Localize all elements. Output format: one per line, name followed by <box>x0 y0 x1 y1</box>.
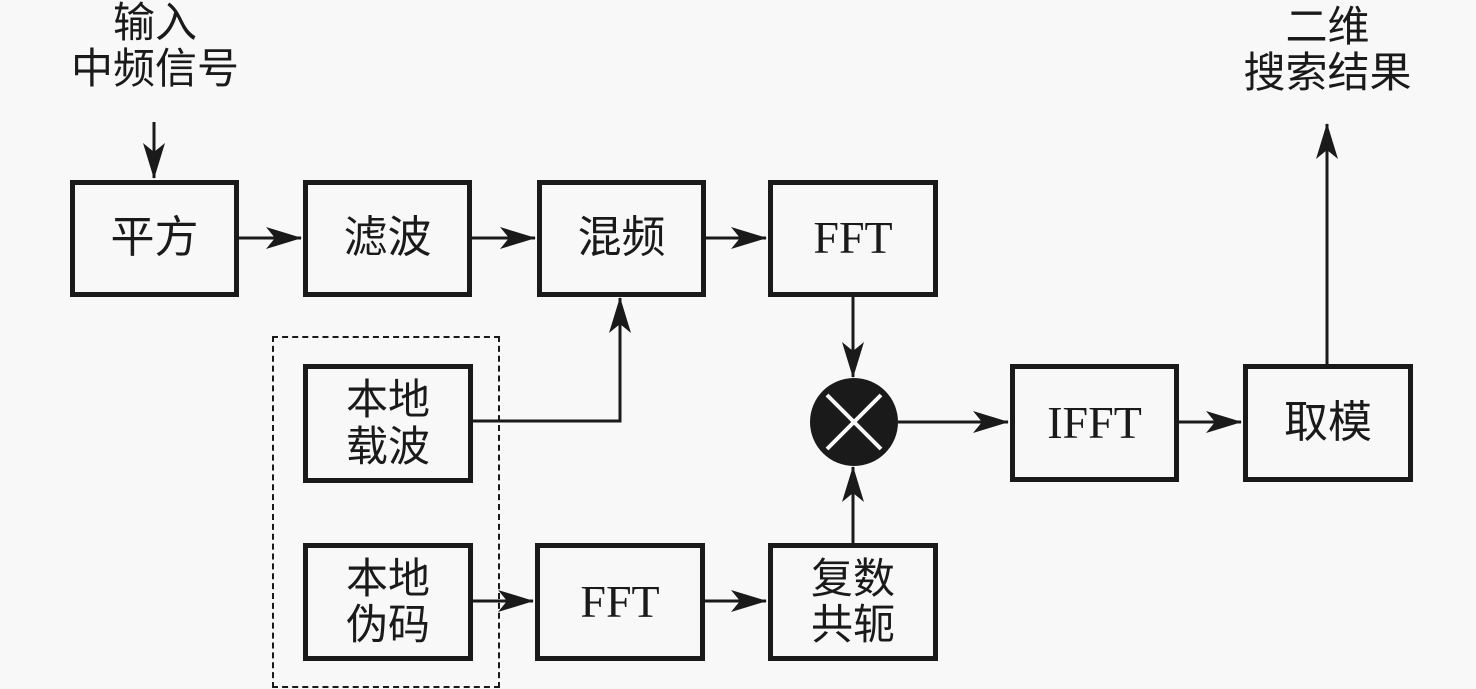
input-label: 输入 中频信号 <box>70 0 239 94</box>
block-square: 平方 <box>70 180 239 297</box>
multiply-icon <box>810 378 898 466</box>
block-local-carrier: 本地 载波 <box>303 364 473 483</box>
block-mixer: 混频 <box>537 180 706 297</box>
block-ifft: IFFT <box>1010 364 1179 482</box>
block-fft-bottom: FFT <box>535 543 705 661</box>
block-fft-top: FFT <box>768 180 938 297</box>
arrow-carrier-to-mixer <box>472 297 631 423</box>
local-generator-group <box>272 336 500 688</box>
block-filter: 滤波 <box>303 180 472 297</box>
block-conjugate: 复数 共轭 <box>768 543 938 661</box>
block-local-code: 本地 伪码 <box>303 543 473 661</box>
output-label: 二维 搜索结果 <box>1243 2 1412 98</box>
block-modulus: 取模 <box>1243 364 1413 482</box>
